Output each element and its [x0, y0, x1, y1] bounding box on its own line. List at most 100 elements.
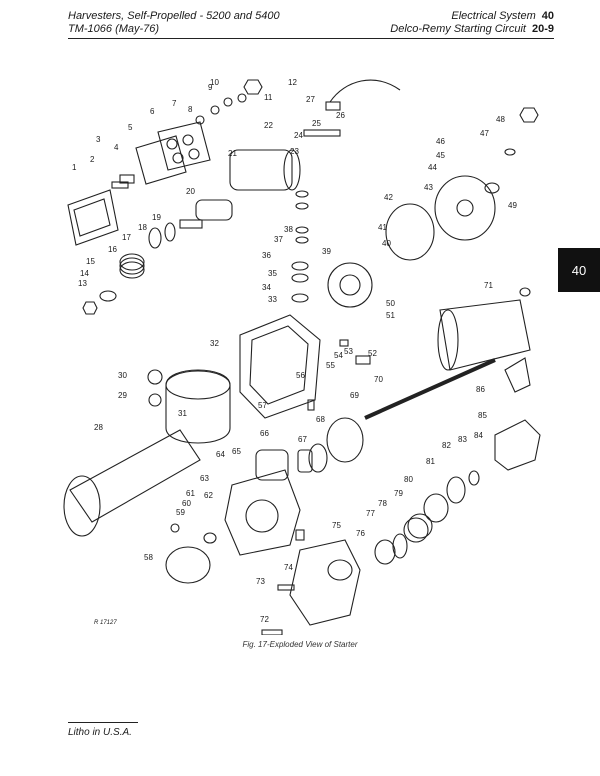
return-spring: [119, 257, 145, 275]
washer: [237, 93, 247, 103]
gasket-plate-inner: [73, 198, 111, 237]
plate-hole: [172, 152, 184, 164]
callout-86: 86: [476, 385, 485, 394]
brush: [339, 339, 349, 347]
callout-62: 62: [204, 491, 213, 500]
callout-1: 1: [72, 163, 77, 172]
figure-caption: Fig. 17-Exploded View of Starter: [242, 640, 358, 649]
callout-55: 55: [326, 361, 335, 370]
callout-44: 44: [428, 163, 437, 172]
retainer: [374, 539, 396, 565]
nut: [82, 301, 98, 315]
callout-43: 43: [424, 183, 433, 192]
brush-spring: [355, 355, 371, 365]
nut: [243, 79, 263, 95]
callout-64: 64: [216, 450, 225, 459]
callout-24: 24: [294, 131, 303, 140]
gasket: [165, 546, 211, 584]
callout-53: 53: [344, 347, 353, 356]
lead-wire: [329, 79, 401, 103]
washer: [504, 148, 516, 156]
brush-holder-hub: [339, 274, 361, 296]
section-number: 40: [541, 10, 554, 22]
pin: [261, 629, 283, 635]
plate-hole: [182, 134, 194, 146]
clutch: [423, 493, 449, 523]
gasket-plate: [67, 189, 119, 246]
pole-shoe: [165, 369, 231, 444]
plug: [295, 529, 305, 541]
callout-32: 32: [210, 339, 219, 348]
callout-4: 4: [114, 143, 119, 152]
section-tab-label: 40: [571, 262, 587, 278]
callout-46: 46: [436, 137, 445, 146]
callout-14: 14: [80, 269, 89, 278]
nut: [519, 107, 539, 123]
thrust-washer: [519, 287, 531, 297]
spring-cup: [164, 222, 176, 242]
callout-21: 21: [228, 149, 237, 158]
callout-30: 30: [118, 371, 127, 380]
callout-57: 57: [258, 401, 267, 410]
callout-66: 66: [260, 429, 269, 438]
callout-50: 50: [386, 299, 395, 308]
washer: [295, 202, 309, 210]
collar: [392, 533, 408, 559]
callout-33: 33: [268, 295, 277, 304]
callout-56: 56: [296, 371, 305, 380]
callout-38: 38: [284, 225, 293, 234]
callout-34: 34: [262, 283, 271, 292]
callout-61: 61: [186, 489, 195, 498]
return-spring: [119, 261, 145, 279]
washer: [223, 97, 233, 107]
stop-collar: [468, 470, 480, 486]
bolt: [111, 181, 129, 189]
callout-17: 17: [122, 233, 131, 242]
insulator: [291, 261, 309, 271]
callout-47: 47: [480, 129, 489, 138]
washer: [170, 523, 180, 533]
callout-76: 76: [356, 529, 365, 538]
solenoid-body: [229, 149, 293, 191]
callout-12: 12: [288, 78, 297, 87]
callout-28: 28: [94, 423, 103, 432]
nose-bore: [327, 559, 353, 581]
washer: [195, 115, 205, 125]
bolt: [119, 174, 135, 184]
washer: [210, 105, 220, 115]
callout-2: 2: [90, 155, 95, 164]
callout-71: 71: [484, 281, 493, 290]
callout-68: 68: [316, 415, 325, 424]
drive-spring: [407, 513, 433, 539]
callout-81: 81: [426, 457, 435, 466]
subsection-heading: Delco-Remy Starting Circuit 20-9: [390, 23, 554, 36]
callout-59: 59: [176, 508, 185, 517]
callout-75: 75: [332, 521, 341, 530]
solenoid-end: [283, 149, 301, 191]
section-title: Electrical System: [451, 10, 536, 22]
callout-73: 73: [256, 577, 265, 586]
mounting-plate: [135, 135, 187, 185]
field-coil-assembly: [239, 314, 321, 419]
insulator: [291, 293, 309, 303]
art-code: R 17127: [94, 620, 117, 626]
plug: [148, 393, 162, 407]
armature-shaft: [364, 358, 496, 420]
callout-49: 49: [508, 201, 517, 210]
callout-52: 52: [368, 349, 377, 358]
page-number: 20-9: [531, 23, 554, 35]
callout-45: 45: [436, 151, 445, 160]
plate-hole: [188, 148, 200, 160]
callout-72: 72: [260, 615, 269, 624]
pinion: [446, 476, 466, 504]
callout-48: 48: [496, 115, 505, 124]
callout-85: 85: [478, 411, 487, 420]
commutator: [437, 309, 459, 371]
callout-16: 16: [108, 245, 117, 254]
callout-8: 8: [188, 105, 193, 114]
callout-83: 83: [458, 435, 467, 444]
nose-housing: [289, 539, 361, 626]
subsection-title: Delco-Remy Starting Circuit: [390, 23, 526, 35]
end-cover: [434, 175, 496, 241]
callout-5: 5: [128, 123, 133, 132]
